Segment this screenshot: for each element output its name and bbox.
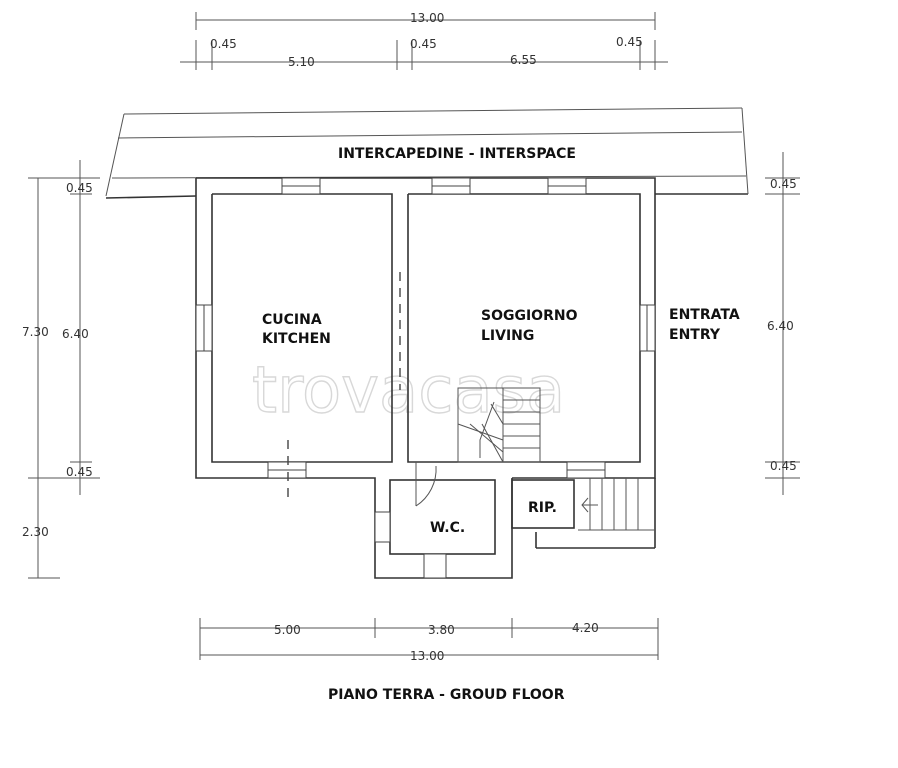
dimension-top-total: 13.00 — [410, 11, 444, 25]
dimension-top-wall-right: 0.45 — [616, 35, 643, 49]
entry-label-it: ENTRATA — [669, 307, 740, 323]
wc-label: W.C. — [430, 520, 465, 536]
dimension-top-wall-mid: 0.45 — [410, 37, 437, 51]
windows — [195, 177, 656, 579]
dimension-left-lower: 2.30 — [22, 525, 49, 539]
kitchen-label-en: KITCHEN — [262, 331, 331, 347]
interspace-label: INTERCAPEDINE - INTERSPACE — [338, 146, 576, 162]
kitchen-label-it: CUCINA — [262, 312, 322, 328]
dimension-left-wall-bottom: 0.45 — [66, 465, 93, 479]
dimension-top-wall-left: 0.45 — [210, 37, 237, 51]
floor-caption: PIANO TERRA - GROUD FLOOR — [328, 687, 565, 703]
living-label-en: LIVING — [481, 328, 534, 344]
entry-label-en: ENTRY — [669, 327, 721, 343]
dimension-top-kitchen: 5.10 — [288, 55, 315, 69]
dimension-left-room: 6.40 — [62, 327, 89, 341]
staircase-entry — [578, 478, 655, 531]
wc-storage-walls — [389, 478, 656, 555]
left-dimension-lines — [28, 160, 100, 579]
dimension-top-living: 6.55 — [510, 53, 537, 67]
staircase-living — [457, 387, 541, 463]
dimension-bottom-entry: 4.20 — [572, 621, 599, 635]
dimension-right-wall-bottom: 0.45 — [770, 459, 797, 473]
dimension-left-wall-top: 0.45 — [66, 181, 93, 195]
dimension-bottom-wc: 3.80 — [428, 623, 455, 637]
dimension-bottom-kitchen: 5.00 — [274, 623, 301, 637]
right-dimension-lines — [765, 152, 800, 495]
interspace-lines — [105, 107, 749, 199]
dimension-right-wall-top: 0.45 — [770, 177, 797, 191]
storage-label: RIP. — [528, 500, 557, 516]
bottom-dimension-lines — [199, 618, 659, 660]
living-label-it: SOGGIORNO — [481, 308, 578, 324]
top-dimension-lines — [180, 12, 668, 70]
wc-door — [415, 462, 437, 507]
dimension-left-total: 7.30 — [22, 325, 49, 339]
dimension-right-room: 6.40 — [767, 319, 794, 333]
dimension-bottom-total: 13.00 — [410, 649, 444, 663]
